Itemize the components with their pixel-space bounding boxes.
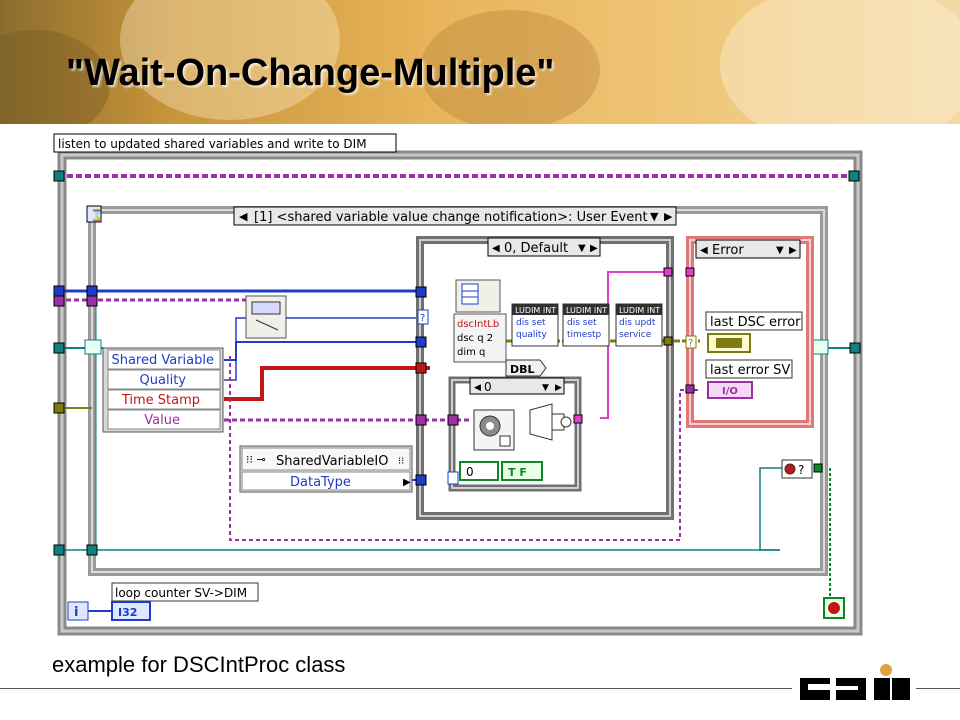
svg-text:dim q: dim q (457, 347, 485, 358)
svg-text:service: service (619, 330, 652, 340)
unbundle-icon-right (811, 339, 829, 355)
footer-rule-left (0, 688, 792, 689)
svg-text:⌛: ⌛ (90, 209, 104, 222)
slide-title: "Wait-On-Change-Multiple" (66, 52, 555, 94)
unbundle-icon-left (84, 339, 102, 355)
svg-text:LUDIM INT: LUDIM INT (619, 306, 660, 315)
boolean-constant: T F (501, 461, 543, 481)
svg-text:▶: ▶ (789, 245, 797, 256)
io-terminal: I/O (707, 381, 753, 399)
svg-text:◀: ◀ (492, 243, 500, 254)
svg-text:timestp: timestp (567, 330, 602, 340)
shared-variable-io-property-node: ⁝⁝ ⊸ SharedVariableIO ⁝⁝ DataType ▶ (239, 445, 413, 493)
svg-text:Error: Error (712, 243, 744, 258)
svg-text:i: i (74, 605, 78, 620)
bundle-node: dscIntLb dsc q 2 dim q (453, 313, 507, 363)
svg-text:DBL: DBL (510, 363, 535, 376)
svg-text:quality: quality (516, 330, 547, 340)
svg-text:SharedVariableIO: SharedVariableIO (276, 454, 388, 469)
event-field-shared-variable: Shared Variable (111, 353, 214, 368)
dim-vi-update-service: LUDIM INT dis updt service (615, 303, 663, 347)
svg-text:last error SV: last error SV (710, 363, 790, 378)
svg-text:▼: ▼ (776, 245, 784, 256)
dim-vi-set-timestamp: LUDIM INT dis set timestp (562, 303, 610, 347)
event-case-selector[interactable]: ◀ [1] <shared variable value change noti… (233, 206, 677, 226)
stop-button-icon (823, 597, 845, 619)
stop-condition-terminal: ? (781, 459, 813, 479)
variant-to-data-node (245, 295, 287, 339)
loop-comment: listen to updated shared variables and w… (53, 133, 397, 153)
svg-text:dscIntLb: dscIntLb (457, 319, 499, 330)
last-dsc-error-label: last DSC error (705, 311, 803, 331)
svg-text:◀: ◀ (700, 245, 708, 256)
tunnel-purple (53, 295, 65, 307)
svg-text:⁝⁝ ⊸: ⁝⁝ ⊸ (246, 453, 266, 466)
svg-text:▶: ▶ (590, 243, 598, 254)
svg-text:▶: ▶ (664, 210, 673, 223)
svg-text:?: ? (688, 338, 693, 349)
loop-counter-comment: loop counter SV->DIM (111, 582, 259, 602)
last-error-sv-label: last error SV (705, 359, 793, 379)
footer-rule-right (916, 688, 960, 689)
svg-text:▶: ▶ (403, 477, 411, 488)
svg-text:0: 0 (484, 380, 492, 394)
event-field-value: Value (144, 413, 180, 428)
plug-icon (529, 403, 572, 441)
while-loop-frame (57, 150, 863, 636)
svg-text:LUDIM INT: LUDIM INT (515, 306, 556, 315)
svg-text:▼: ▼ (578, 243, 586, 254)
error-cluster-terminal (707, 333, 751, 353)
tunnel-teal (53, 342, 65, 354)
title-banner (0, 0, 960, 124)
svg-text:DataType: DataType (290, 475, 351, 490)
svg-text:dsc q 2: dsc q 2 (457, 333, 493, 344)
svg-text:listen to updated shared varia: listen to updated shared variables and w… (58, 137, 367, 151)
shift-register-right-top (848, 170, 860, 182)
svg-text:last DSC error: last DSC error (710, 315, 801, 330)
slide-caption: example for DSCIntProc class (52, 652, 346, 677)
svg-text:LUDIM INT: LUDIM INT (566, 306, 607, 315)
i32-indicator: I32 (111, 601, 151, 621)
svg-text:◀: ◀ (474, 383, 481, 393)
event-data-node: Shared Variable Quality Time Stamp Value (102, 347, 224, 433)
svg-text:?: ? (798, 463, 804, 477)
svg-text:▶: ▶ (555, 383, 562, 393)
svg-text:▼: ▼ (650, 210, 659, 223)
inner-case-selector[interactable]: ◀ 0, Default ▼ ▶ (487, 237, 601, 257)
svg-text:◀: ◀ (239, 210, 248, 223)
event-field-quality: Quality (140, 373, 187, 388)
shift-register-left-top (53, 170, 65, 182)
tunnel-teal-right (849, 342, 861, 354)
svg-text:?: ? (420, 313, 425, 324)
svg-text:dis set: dis set (567, 318, 597, 328)
to-dbl-node: DBL (505, 359, 547, 377)
svg-text:[1] <shared variable value cha: [1] <shared variable value change notifi… (254, 210, 648, 225)
tunnel-olive (53, 402, 65, 414)
svg-text:0, Default: 0, Default (504, 241, 568, 256)
tunnel-blue (53, 285, 65, 297)
hourglass-icon (86, 205, 102, 223)
dim-vi-set-quality: LUDIM INT dis set quality (511, 303, 559, 347)
svg-text:⁝⁝: ⁝⁝ (398, 456, 404, 467)
iteration-terminal: i (67, 601, 89, 621)
svg-text:dis set: dis set (516, 318, 546, 328)
gear-vi-icon (473, 409, 515, 451)
gsi-logo (800, 664, 910, 700)
svg-text:loop counter SV->DIM: loop counter SV->DIM (115, 586, 247, 600)
svg-text:I/O: I/O (722, 386, 738, 397)
tunnel-teal-bottom (53, 544, 65, 556)
svg-text:dis updt: dis updt (619, 318, 656, 328)
error-case-selector[interactable]: ◀ Error ▼ ▶ (695, 239, 801, 259)
svg-text:▼: ▼ (542, 383, 549, 393)
nested-case-selector[interactable]: ◀ 0 ▼ ▶ (469, 377, 565, 395)
svg-text:0: 0 (466, 465, 474, 479)
event-field-time-stamp: Time Stamp (121, 393, 200, 408)
svg-text:T F: T F (508, 466, 527, 479)
cluster-icon (455, 279, 501, 313)
numeric-constant: 0 (459, 461, 499, 481)
svg-text:I32: I32 (118, 606, 137, 619)
